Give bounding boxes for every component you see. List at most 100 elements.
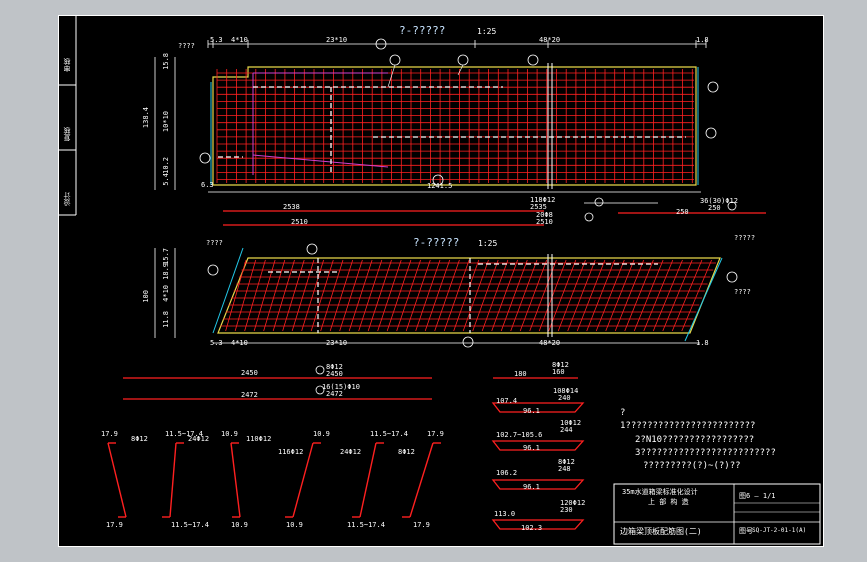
label-qty-top: ???? — [178, 42, 195, 50]
bar-note-2: 20Φ8 — [536, 211, 553, 219]
plan-dim-b1: 4*10 — [231, 339, 248, 347]
stirrup-note-6: 120Φ12 — [560, 499, 586, 507]
tb-project: 35m水道箱梁标准化设计 — [622, 488, 698, 496]
stirrup-note-4: 8Φ12 — [558, 458, 575, 466]
tb-sheet: 图6 — 1/1 — [739, 492, 776, 500]
tb-no-label: 图号 — [739, 527, 753, 535]
hook-top-3: 10.9 — [313, 430, 330, 438]
hook-bottom-4: 11.5~17.4 — [347, 521, 385, 529]
plan-title: ?-????? — [413, 236, 460, 249]
bar-dim-250: 250 — [676, 208, 689, 216]
plan-dim-b4: 1.8 — [696, 339, 709, 347]
plan-vbar — [424, 259, 451, 332]
hook-note-2: 110Φ12 — [246, 435, 272, 443]
bar-callout-e — [315, 385, 325, 395]
dim-top-0: 5.3 — [210, 36, 223, 44]
bar-note-m0: 8Φ12 — [326, 363, 343, 371]
plan-dim-2: 100 — [142, 290, 150, 303]
plan-vbar — [472, 259, 499, 332]
elevation-outline — [212, 66, 697, 186]
stirrup-shape-2 — [491, 479, 585, 490]
plan-vbar — [310, 259, 334, 332]
dim-top-1: 4*10 — [231, 36, 248, 44]
callout-leader-1 — [387, 64, 396, 88]
hook-note-0: 8Φ12 — [131, 435, 148, 443]
hook-bar-0 — [107, 442, 127, 518]
hook-note-4: 24Φ12 — [340, 448, 362, 456]
stirrup-shape-3 — [491, 519, 585, 530]
elev-magenta-d — [252, 154, 389, 168]
plan-callout-2 — [726, 271, 738, 283]
plan-dim-bl: 5.3 — [210, 339, 223, 347]
plan-vbar — [405, 259, 431, 332]
hook-bar-3 — [292, 442, 314, 518]
stirrup-dim-0: 107.4 — [496, 397, 518, 405]
plan-vbar — [320, 259, 344, 332]
bar-note-m4: 8Φ12 — [552, 361, 569, 369]
plan-cyan-right — [684, 257, 723, 342]
plan-callout-1 — [207, 264, 219, 276]
hook-bar-5 — [409, 442, 434, 518]
plan-dim-4: 11.8 — [162, 311, 170, 328]
stirrup-note-1: 240 — [558, 394, 571, 402]
plan-vbar — [301, 259, 324, 332]
notes-title: ? — [620, 408, 626, 418]
plan-cyan-left — [212, 247, 244, 334]
plan-vbar — [491, 259, 518, 332]
plan-vbar — [671, 259, 703, 332]
plan-vbar — [339, 259, 363, 332]
callout-circle-1 — [389, 54, 401, 66]
plan-vbar — [282, 259, 305, 332]
bar-note-4: 36(30)Φ12 — [700, 197, 738, 205]
dim-left-3: 10.2 — [162, 157, 170, 174]
bar-note-m2: 16(15)Φ10 — [322, 383, 360, 391]
callout-circle-2 — [457, 54, 469, 66]
sheet-border — [58, 15, 824, 547]
hook-bar-4 — [359, 442, 377, 518]
plan-vbar — [291, 259, 315, 332]
label-qty-mid: ???? — [206, 239, 223, 247]
stirrup-note-7: 230 — [560, 506, 573, 514]
stirrup-dim-1: 96.1 — [523, 407, 540, 415]
stirrup-note-3: 244 — [560, 426, 573, 434]
stirrup-dim-3: 96.1 — [523, 444, 540, 452]
callout-leader-2 — [457, 64, 464, 76]
stirrup-dim-5: 96.1 — [523, 483, 540, 491]
hook-note-3: 116Φ12 — [278, 448, 304, 456]
bar-note-0: 118Φ12 — [530, 196, 556, 204]
plan-dim-b2: 23*10 — [326, 339, 348, 347]
stirrup-dim-6: 113.0 — [494, 510, 516, 518]
hook-bar-1 — [169, 442, 177, 518]
plan-vbar — [652, 259, 683, 332]
plan-dim-3: 4*10 — [162, 285, 170, 302]
plan-vbar — [272, 259, 295, 332]
note-4: ?????????(?)~(?)?? — [643, 461, 741, 471]
callout-circle-6 — [432, 174, 444, 186]
plan-vbar — [377, 259, 402, 332]
tb-sub: 上 部 构 造 — [648, 498, 689, 506]
bar-dim-2510: 2510 — [291, 218, 308, 226]
side-label-design: 设计 — [63, 192, 71, 206]
plan-vbar — [367, 259, 392, 332]
callout-circle-4 — [707, 81, 719, 93]
plan-vbar — [263, 259, 286, 332]
plan-vbar — [662, 259, 693, 332]
hook-top-0: 17.9 — [101, 430, 118, 438]
callout-circle-3 — [527, 54, 539, 66]
dim-top-3: 48*20 — [539, 36, 561, 44]
bar-note-m1: 2450 — [326, 370, 343, 378]
stirrup-note-0: 108Φ14 — [553, 387, 579, 395]
note-1: 1???????????????????????? — [620, 421, 756, 431]
dim-left-5: 6.3 — [201, 181, 214, 189]
drawing-canvas — [58, 15, 824, 547]
hook-bottom-2: 10.9 — [231, 521, 248, 529]
bar-note-3: 2510 — [536, 218, 553, 226]
bar-dim-2538: 2538 — [283, 203, 300, 211]
bar-dim-180: 180 — [514, 370, 527, 378]
callout-circle-7 — [199, 152, 211, 164]
plan-vbar — [643, 259, 674, 332]
bar-callout-d — [315, 365, 325, 375]
plan-right-label2: ???? — [734, 288, 751, 296]
plan-vbar — [681, 259, 712, 332]
